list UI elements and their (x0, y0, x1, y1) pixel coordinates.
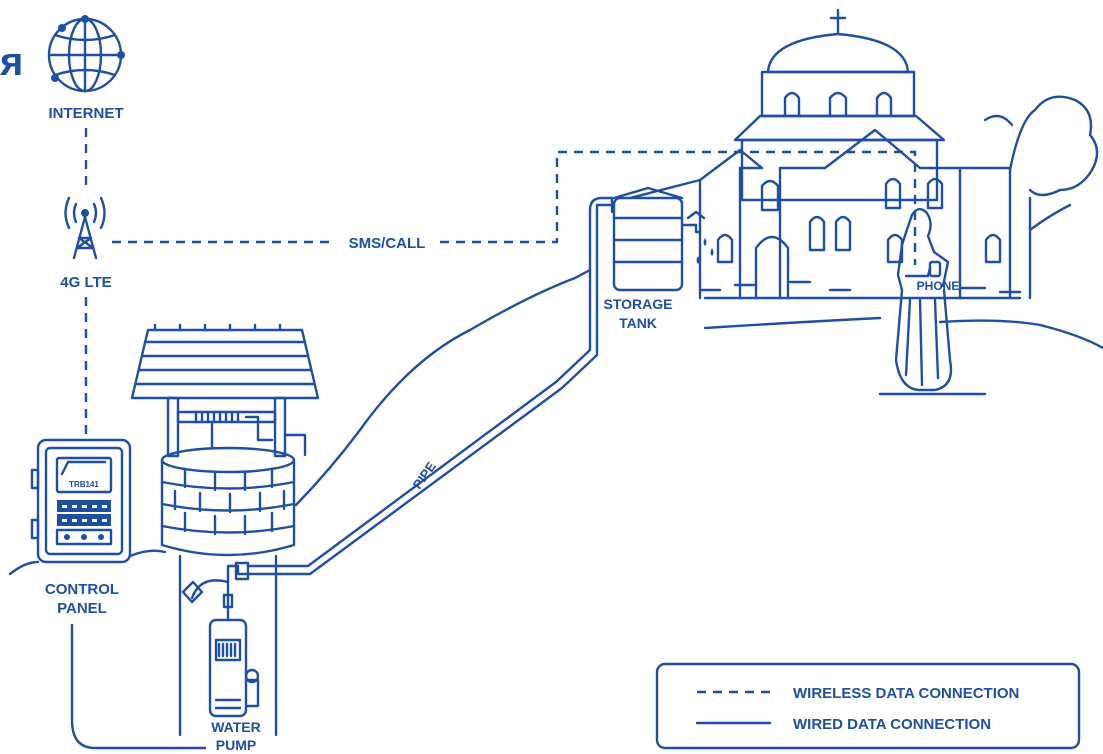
hill-line (294, 268, 592, 507)
wireless-link-sms-right (440, 150, 917, 265)
pipe (226, 196, 614, 581)
control-panel-box (30, 438, 132, 564)
church-icon (628, 8, 1103, 350)
device-model-label: TRB141 (69, 480, 99, 489)
storage-tank-label-2: TANK (619, 315, 657, 331)
water-pump-label-1: WATER (211, 719, 261, 735)
pipe-label: PIPE (410, 459, 439, 492)
ground-line-left (8, 560, 40, 576)
lte-label: 4G LTE (60, 274, 111, 291)
water-pump-label-2: PUMP (216, 737, 256, 753)
control-panel-label-1: CONTROL (45, 581, 119, 598)
storage-tank-label-1: STORAGE (604, 296, 673, 312)
person-with-phone-icon (878, 207, 987, 396)
sms-call-label: SMS/CALL (349, 235, 426, 252)
corner-glyph: ᴙ (0, 40, 23, 84)
storage-tank-icon (612, 186, 714, 292)
cell-tower-icon (64, 196, 106, 260)
legend-wired-label: WIRED DATA CONNECTION (793, 716, 991, 733)
water-pump-icon (181, 568, 260, 718)
ground-line-mid (128, 549, 167, 558)
phone-label: PHONE (917, 279, 960, 293)
internet-label: INTERNET (49, 105, 124, 122)
legend-wireless-label: WIRELESS DATA CONNECTION (793, 685, 1019, 702)
well-icon (130, 323, 320, 737)
legend (655, 662, 1081, 750)
wired-link-panel-pump (70, 623, 207, 750)
control-panel-label-2: PANEL (57, 600, 107, 617)
globe-icon (47, 15, 125, 93)
